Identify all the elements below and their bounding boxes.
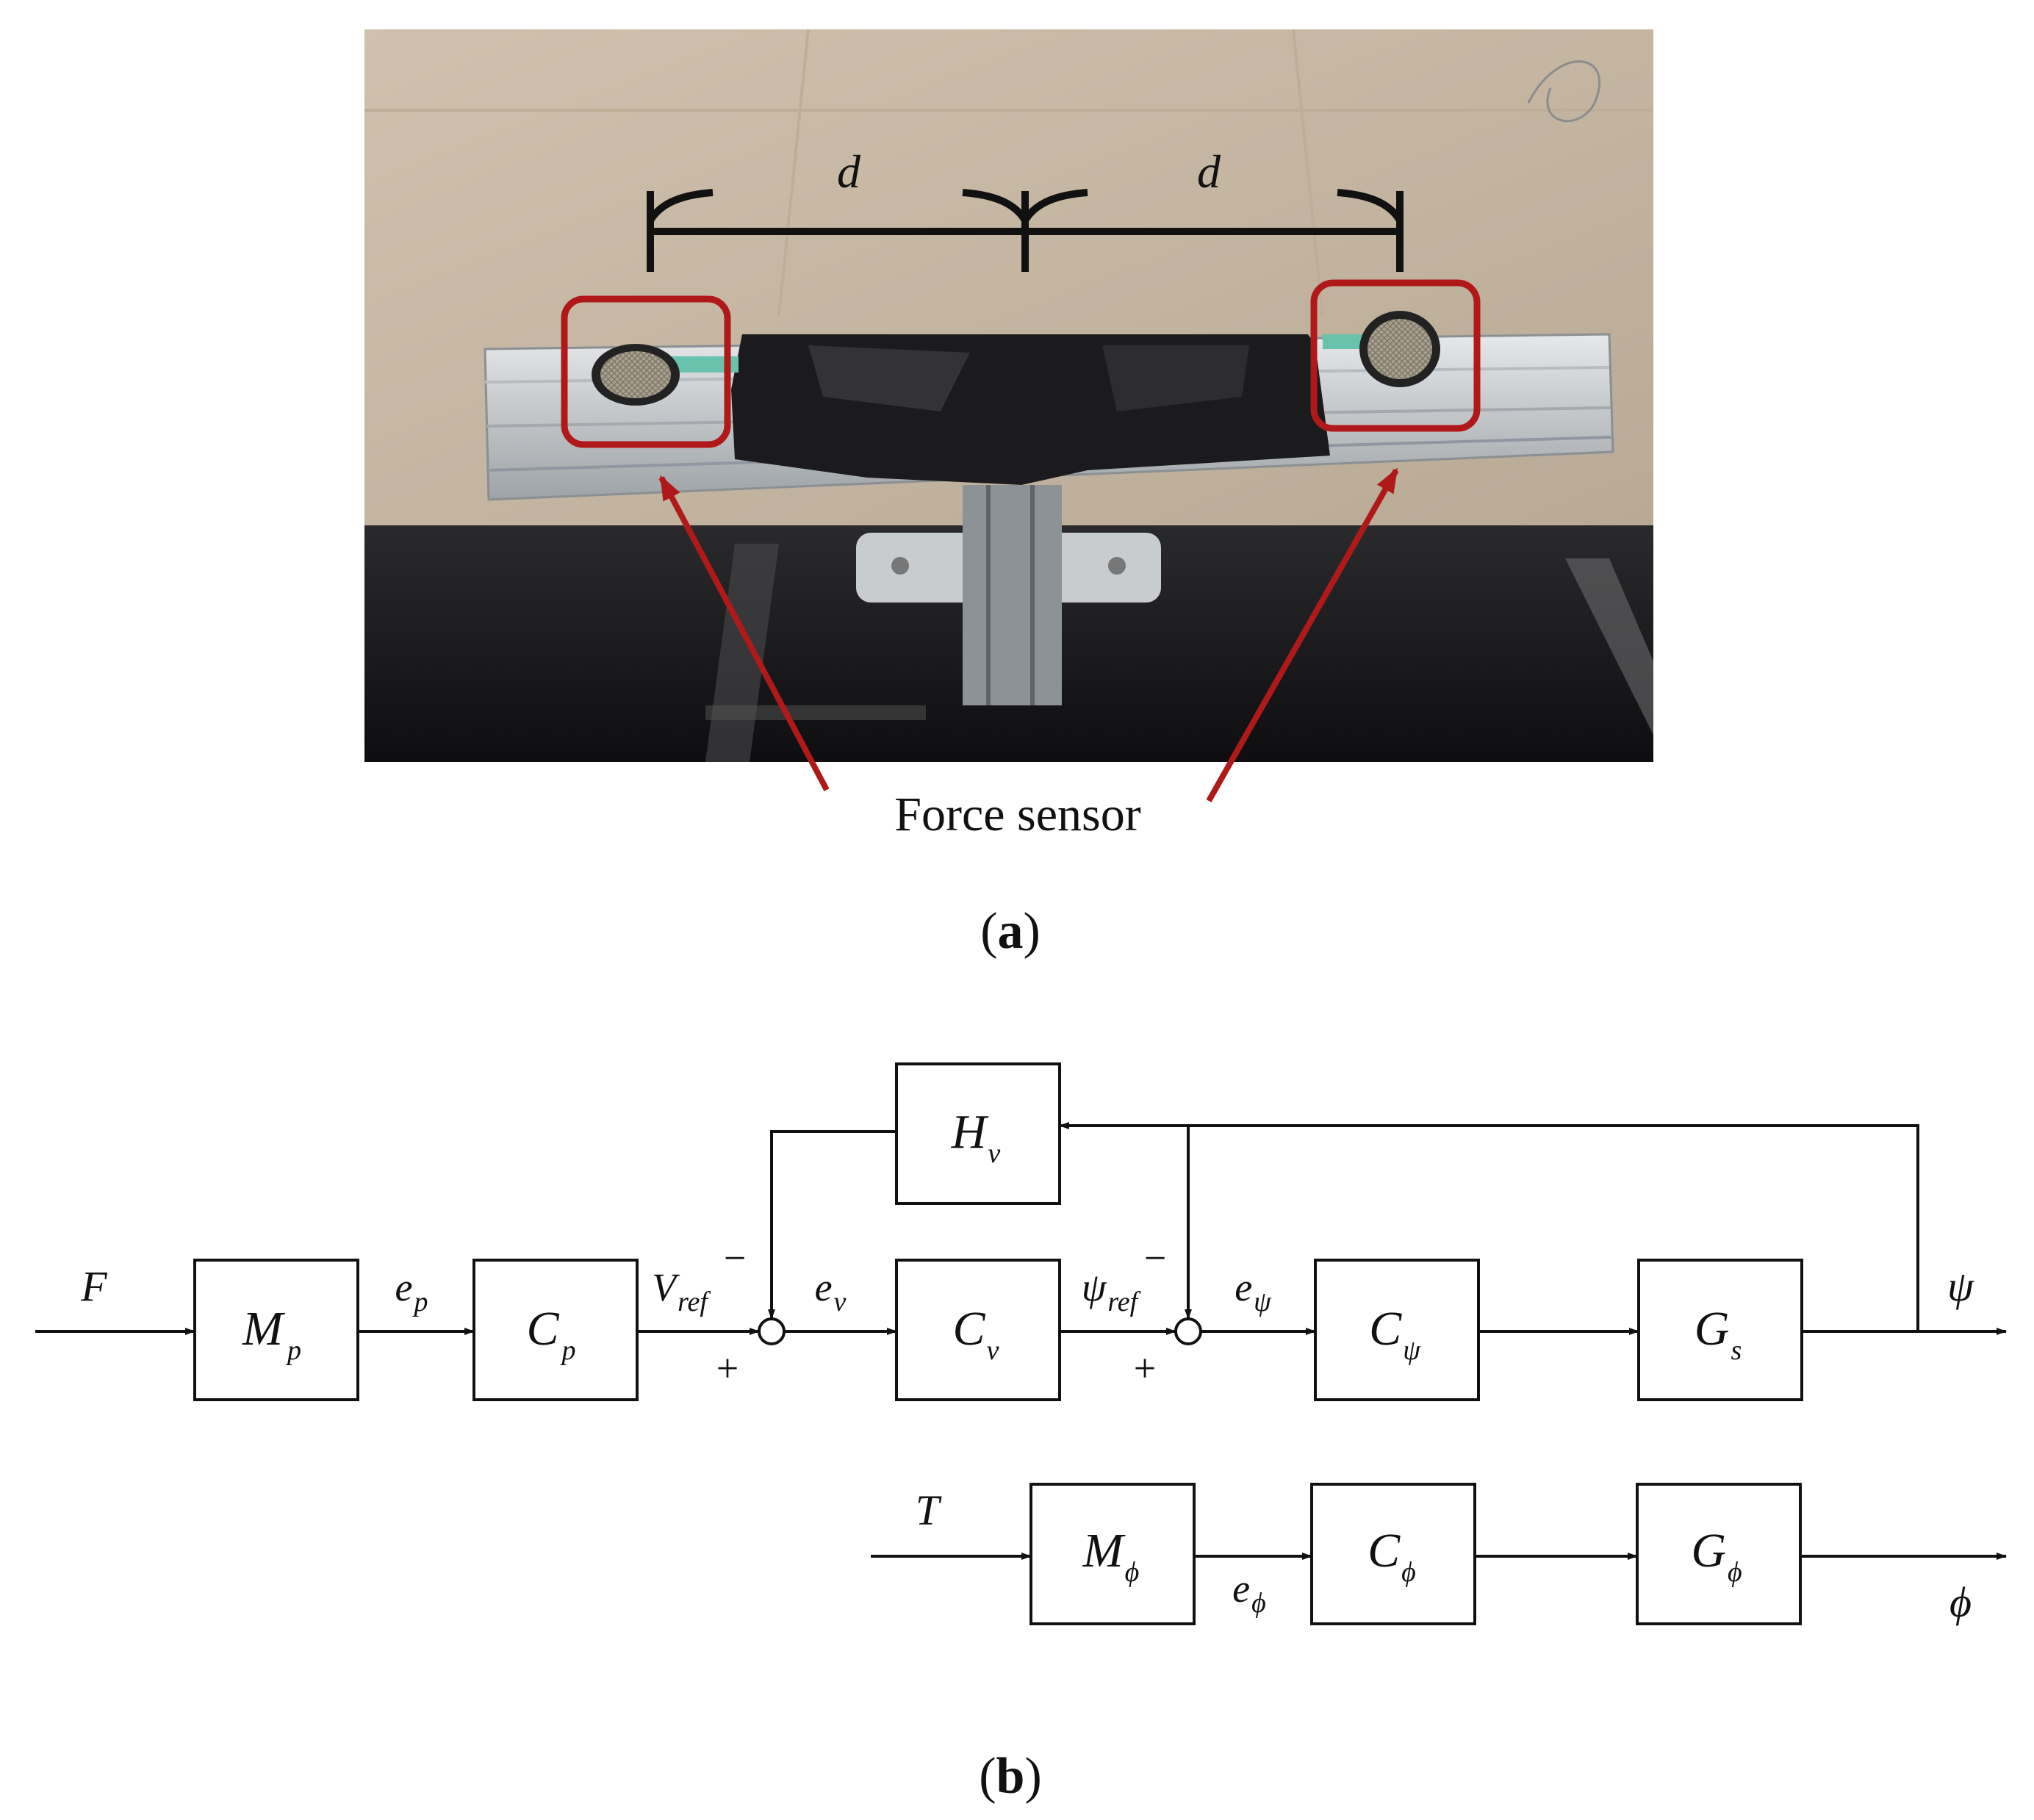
label-Vref: Vref — [652, 1265, 711, 1317]
sensor-highlight-box-left — [561, 295, 731, 448]
sensor-pointer-arrow-right — [1206, 467, 1399, 802]
block-Mphi — [1029, 1483, 1196, 1625]
mount-post — [963, 485, 1062, 705]
block-Cpsi — [1314, 1259, 1480, 1401]
caption-b: (b) — [979, 1748, 1042, 1805]
sensor-highlight-box-right — [1310, 279, 1481, 432]
label-Mphi: Mϕ — [1082, 1524, 1140, 1588]
feedback-psi — [1059, 1122, 1919, 1331]
output-phi: ϕ — [1949, 1578, 1972, 1626]
label-Gs: Gs — [1695, 1302, 1742, 1366]
force-sensor-label: Force sensor — [894, 788, 1140, 841]
distance-label-right: d — [1197, 145, 1221, 198]
tape-highlight — [808, 345, 970, 411]
label-Hv: Hv — [951, 1105, 1001, 1169]
feedback-Hv-to-junction-1 — [768, 1130, 896, 1320]
label-Cphi: Cϕ — [1368, 1524, 1416, 1588]
block-Gs — [1637, 1259, 1803, 1401]
label-epsi: eψ — [1235, 1265, 1272, 1317]
block-Cp — [472, 1259, 639, 1401]
cable — [1527, 60, 1600, 123]
table-reflection — [705, 705, 926, 720]
block-Cv — [895, 1259, 1061, 1401]
label-ephi: eϕ — [1232, 1567, 1266, 1619]
distance-annotation — [647, 189, 1404, 272]
sensor-pointer-arrow-left — [658, 475, 830, 791]
block-Hv — [895, 1062, 1061, 1205]
output-psi: ψ — [1947, 1262, 1974, 1310]
mount-screw — [1108, 557, 1126, 575]
force-sensor-right — [1323, 311, 1440, 387]
sign-plus-2: + — [1134, 1346, 1156, 1390]
block-diagram — [35, 1062, 2007, 1625]
block-Cphi — [1310, 1483, 1476, 1625]
summing-junction-1 — [758, 1317, 786, 1345]
caption-a: (a) — [980, 903, 1041, 960]
floor-tile-seam — [1292, 29, 1324, 317]
label-psiref: ψref — [1082, 1265, 1141, 1317]
label-ev: ev — [815, 1265, 847, 1317]
block-Mp — [193, 1259, 359, 1401]
force-sensor-left — [592, 344, 739, 406]
distance-label-left: d — [837, 145, 861, 198]
signal-labels: F T ψ ϕ ep Vref ev ψref eψ eϕ − + − + — [80, 1236, 1974, 1626]
sign-minus-2: − — [1144, 1236, 1166, 1280]
label-Cv: Cv — [953, 1302, 999, 1366]
summing-junction-2 — [1174, 1317, 1202, 1345]
tape-highlight — [1102, 345, 1249, 411]
label-Gphi: Gϕ — [1691, 1524, 1742, 1588]
table-reflection — [1565, 558, 1653, 735]
input-T: T — [916, 1486, 942, 1534]
sign-plus-1: + — [716, 1346, 739, 1390]
photo-panel: d d — [364, 29, 1653, 802]
block-Gphi — [1636, 1483, 1802, 1625]
input-F: F — [80, 1262, 107, 1310]
mount-screw — [891, 557, 909, 575]
label-ep: ep — [395, 1265, 428, 1317]
floor-tile-seam — [777, 29, 810, 317]
sign-minus-1: − — [724, 1236, 746, 1280]
label-Cpsi: Cψ — [1369, 1302, 1421, 1366]
